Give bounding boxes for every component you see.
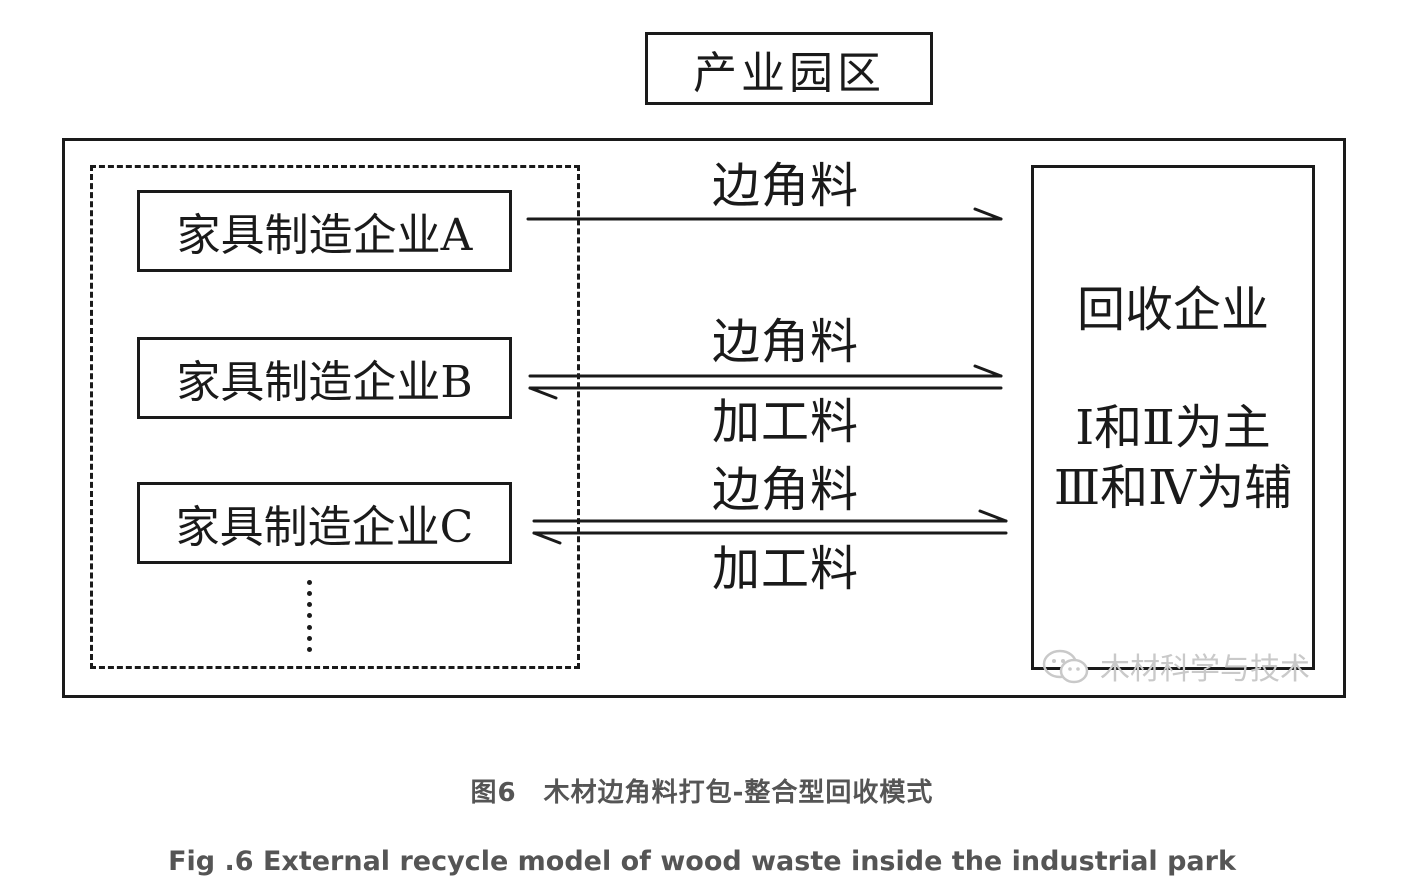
recycling-enterprise-box: 回收企业 Ⅰ和Ⅱ为主 Ⅲ和Ⅳ为辅 — [1031, 165, 1315, 670]
watermark-text: 木材科学与技术 — [1100, 652, 1310, 687]
wechat-icon — [1042, 649, 1089, 684]
more-enterprises-ellipsis — [305, 580, 313, 652]
enterprise-group — [90, 165, 580, 669]
park-title: 产业园区 — [693, 47, 885, 99]
watermark: 木材科学与技术 — [1040, 646, 1310, 687]
park-title-box: 产业园区 — [645, 32, 933, 105]
arrowhead-c-processed — [532, 531, 562, 545]
recycling-rule-primary: Ⅰ和Ⅱ为主 — [1075, 400, 1271, 456]
enterprise-a-box: 家具制造企业A — [137, 190, 512, 272]
figure-caption-cn: 图6 木材边角料打包-整合型回收模式 — [470, 778, 934, 808]
enterprise-c-label: 家具制造企业C — [175, 502, 474, 553]
arrowhead-c-waste — [978, 509, 1008, 523]
enterprise-a-label: 家具制造企业A — [176, 210, 473, 261]
enterprise-c-box: 家具制造企业C — [137, 482, 512, 564]
enterprise-b-label: 家具制造企业B — [176, 357, 473, 408]
figure-caption-en: Fig .6 External recycle model of wood wa… — [168, 846, 1236, 877]
ellipsis-dot — [306, 646, 312, 652]
arrowhead-b-processed — [528, 386, 558, 400]
arrowhead-a-waste — [973, 207, 1003, 221]
flow-label-b-waste: 边角料 — [712, 314, 860, 370]
ellipsis-dot — [306, 591, 312, 597]
flow-label-c-processed: 加工料 — [712, 541, 860, 597]
arrowhead-b-waste — [973, 364, 1003, 378]
recycling-rule-secondary: Ⅲ和Ⅳ为辅 — [1053, 460, 1293, 516]
flow-label-c-waste: 边角料 — [712, 462, 860, 518]
recycling-enterprise-label: 回收企业 — [1076, 282, 1269, 338]
ellipsis-dot — [306, 580, 312, 585]
enterprise-b-box: 家具制造企业B — [137, 337, 512, 419]
ellipsis-dot — [306, 602, 312, 608]
flow-label-b-processed: 加工料 — [712, 394, 860, 450]
ellipsis-dot — [306, 624, 312, 630]
ellipsis-dot — [306, 635, 312, 641]
flow-label-a-waste: 边角料 — [712, 158, 860, 214]
ellipsis-dot — [306, 613, 312, 619]
